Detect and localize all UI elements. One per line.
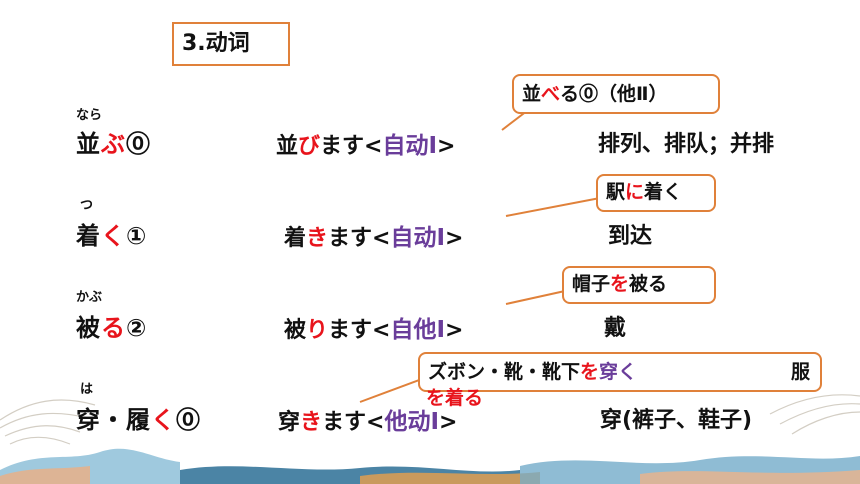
callout4-line2: を着る <box>426 384 483 412</box>
callout4-particle: を <box>580 361 600 383</box>
row1-word-kanji: 並 <box>76 130 101 158</box>
callout-tsuku-example: 駅に着く <box>596 174 716 212</box>
row3-conj-close: > <box>445 318 464 343</box>
row3-word-ending: る <box>101 314 126 342</box>
row1-conj-close: > <box>437 134 456 159</box>
row2-word-kanji: 着 <box>76 222 101 250</box>
callout-narabu-example: 並べる⓪（他Ⅱ） <box>512 74 720 114</box>
row2-conjugation: 着きます<自动Ⅰ> <box>284 218 463 252</box>
row1-conjugation: 並びます<自动Ⅰ> <box>276 126 455 160</box>
row3-meaning: 戴 <box>604 316 627 341</box>
callout2-text-a: 駅 <box>606 181 626 203</box>
section-title: 3.动词 <box>172 22 290 66</box>
row1-conj-ending: び <box>298 134 321 159</box>
row2-conj-ending: き <box>306 226 329 251</box>
row1-conj-masu: ます< <box>320 134 383 159</box>
row3-conjugation: 被ります<自他Ⅰ> <box>284 310 463 344</box>
row1-word: 並ぶ⓪ <box>76 124 151 159</box>
callout4-text-a: ズボン・靴・靴下 <box>428 361 581 383</box>
row1-conj-stem: 並 <box>276 134 299 159</box>
row2-word-ending: く <box>101 222 126 250</box>
callout3-text-a: 帽子 <box>572 273 611 295</box>
row3-verb-type: 自他Ⅰ <box>390 317 446 343</box>
row3-furigana: かぶ <box>76 290 103 305</box>
row2-furigana: つ <box>80 198 94 213</box>
callout1-text-b: る⓪（他Ⅱ） <box>560 83 668 105</box>
row4-verb-type: 他动Ⅰ <box>384 409 440 435</box>
row2-accent: ① <box>126 222 148 250</box>
row1-word-ending: ぶ <box>101 130 126 158</box>
row2-verb-type: 自动Ⅰ <box>390 225 446 251</box>
row4-word-kanji: 穿・履 <box>76 406 151 434</box>
row1-verb-type: 自动Ⅰ <box>382 133 438 159</box>
row3-conj-ending: り <box>306 318 329 343</box>
callout2-particle: に <box>625 181 645 203</box>
row4-meaning: 穿(裤子、鞋子) <box>600 408 753 433</box>
row4-accent: ⓪ <box>176 406 201 434</box>
row1-furigana: なら <box>76 108 103 123</box>
row2-conj-close: > <box>445 226 464 251</box>
row4-word: 穿・履く⓪ <box>76 400 201 435</box>
row2-word: 着く① <box>76 216 147 251</box>
row1-meaning: 排列、排队；并排 <box>598 132 775 157</box>
row4-conj-stem: 穿 <box>278 410 301 435</box>
row4-conj-masu: ます< <box>322 410 385 435</box>
row3-word: 被る② <box>76 308 147 343</box>
callout4-line2-verb: 着る <box>445 387 484 409</box>
callout1-text-a: 並 <box>522 83 542 105</box>
row3-accent: ② <box>126 314 148 342</box>
row4-conjugation: 穿きます<他动Ⅰ> <box>278 402 457 436</box>
row4-word-ending: く <box>151 406 176 434</box>
row2-conj-masu: ます< <box>328 226 391 251</box>
callout3-text-b: 被る <box>629 273 668 295</box>
row4-conj-ending: き <box>300 410 323 435</box>
callout3-particle: を <box>610 273 630 295</box>
row2-conj-stem: 着 <box>284 226 307 251</box>
row2-meaning: 到达 <box>608 224 653 249</box>
row3-conj-masu: ます< <box>328 318 391 343</box>
callout4-line2-particle: を <box>426 387 446 409</box>
row4-conj-close: > <box>439 410 458 435</box>
callout2-text-b: 着く <box>644 181 683 203</box>
row4-furigana: は <box>80 382 94 397</box>
row3-conj-stem: 被 <box>284 318 307 343</box>
row3-word-kanji: 被 <box>76 314 101 342</box>
callout1-particle: べ <box>541 83 561 105</box>
callout4-verb: 穿く <box>599 361 638 383</box>
row1-accent: ⓪ <box>126 130 151 158</box>
callout-haku-example: ズボン・靴・靴下を穿く服 を着る <box>418 352 822 409</box>
callout4-text-b: 服 <box>790 361 810 383</box>
callout-kaburu-example: 帽子を被る <box>562 266 716 304</box>
